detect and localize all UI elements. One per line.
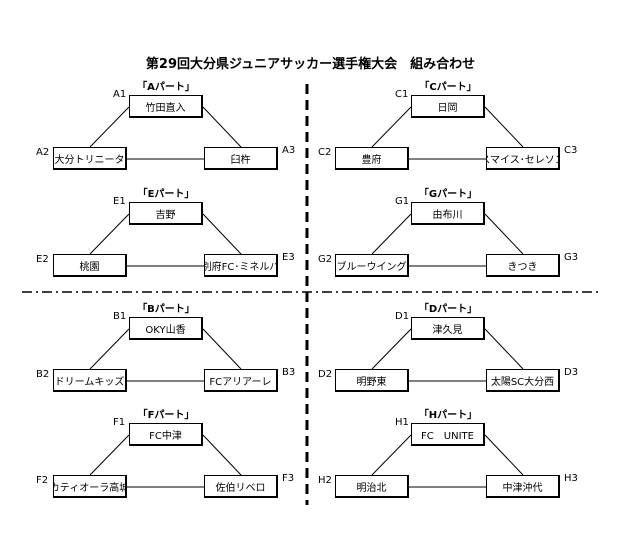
team-box-e2: 桃園 [53,254,127,277]
team-box-f1: FC中津 [129,423,203,446]
seed-label-c3: C3 [564,145,578,156]
seed-label-c2: C2 [318,147,332,158]
seed-label-d3: D3 [564,367,579,378]
team-box-c2: 豊府 [335,147,409,170]
team-box-a3: 臼杵 [204,147,278,170]
seed-label-g1: G1 [395,196,410,207]
group-label-e: 「Eパート」 [137,189,195,200]
seed-label-b1: B1 [113,311,127,322]
team-box-b3: FCアリアーレ [204,369,278,392]
seed-label-f1: F1 [113,417,126,428]
bracket-line-a-right [202,106,242,148]
seed-label-g2: G2 [318,254,333,265]
seed-label-h3: H3 [564,473,578,484]
team-box-a1: 竹田直入 [129,95,203,118]
seed-label-b3: B3 [282,367,296,378]
bracket-line-e-right [202,213,242,255]
team-box-f3: 佐伯リベロ [204,475,278,498]
seed-label-h2: H2 [318,475,332,486]
team-box-g1: 由布川 [411,202,485,225]
bracket-line-c-left [371,106,412,148]
team-box-g2: ブルーウイング [335,254,409,277]
team-box-c1: 日岡 [411,95,485,118]
group-label-d: 「Dパート」 [418,304,478,315]
bracket-line-f-left [89,434,130,476]
seed-label-h1: H1 [395,417,409,428]
seed-label-d1: D1 [395,311,410,322]
bracket-line-f-right [202,434,242,476]
team-box-c3: スマイス･セレソン [486,147,560,170]
seed-label-a3: A3 [282,145,296,156]
group-label-g: 「Gパート」 [418,189,478,200]
seed-label-c1: C1 [395,89,409,100]
seed-label-a1: A1 [113,89,127,100]
team-box-b1: OKY山香 [129,317,203,340]
team-box-h2: 明治北 [335,475,409,498]
seed-label-d2: D2 [318,369,333,380]
bracket-line-b-left [89,328,130,370]
team-box-h1: FC UNITE [411,423,485,446]
team-box-d2: 明野東 [335,369,409,392]
team-box-a2: 大分トリニータ [53,147,127,170]
team-box-h3: 中津沖代 [486,475,560,498]
group-label-f: 「Fパート」 [137,410,195,421]
team-box-b2: ドリームキッズ [53,369,127,392]
bracket-line-a-left [89,106,130,148]
seed-label-g3: G3 [564,252,579,263]
page-title: 第29回大分県ジュニアサッカー選手権大会 組み合わせ [145,57,476,72]
seed-label-a2: A2 [36,147,50,158]
team-box-d1: 津久見 [411,317,485,340]
bracket-line-d-right [484,328,524,370]
seed-label-e2: E2 [36,254,49,265]
group-label-a: 「Aパート」 [137,82,195,93]
bracket-line-d-left [371,328,412,370]
seed-label-f3: F3 [282,473,295,484]
seed-label-f2: F2 [36,475,49,486]
bracket-line-b-right [202,328,242,370]
team-box-e3: 別府FC･ミネルバ [204,254,278,277]
bracket-line-h-left [371,434,412,476]
group-label-h: 「Hパート」 [418,410,478,421]
bracket-line-g-left [371,213,412,255]
team-box-g3: きつき [486,254,560,277]
group-label-b: 「Bパート」 [137,304,195,315]
team-box-f2: カティオーラ高城 [53,475,127,498]
seed-label-e1: E1 [113,196,126,207]
bracket-line-g-right [484,213,524,255]
bracket-line-c-right [484,106,524,148]
group-label-c: 「Cパート」 [419,82,477,93]
team-box-e1: 吉野 [129,202,203,225]
team-box-d3: 太陽SC大分西 [486,369,560,392]
bracket-line-h-right [484,434,524,476]
seed-label-e3: E3 [282,252,295,263]
bracket-line-e-left [89,213,130,255]
seed-label-b2: B2 [36,369,50,380]
